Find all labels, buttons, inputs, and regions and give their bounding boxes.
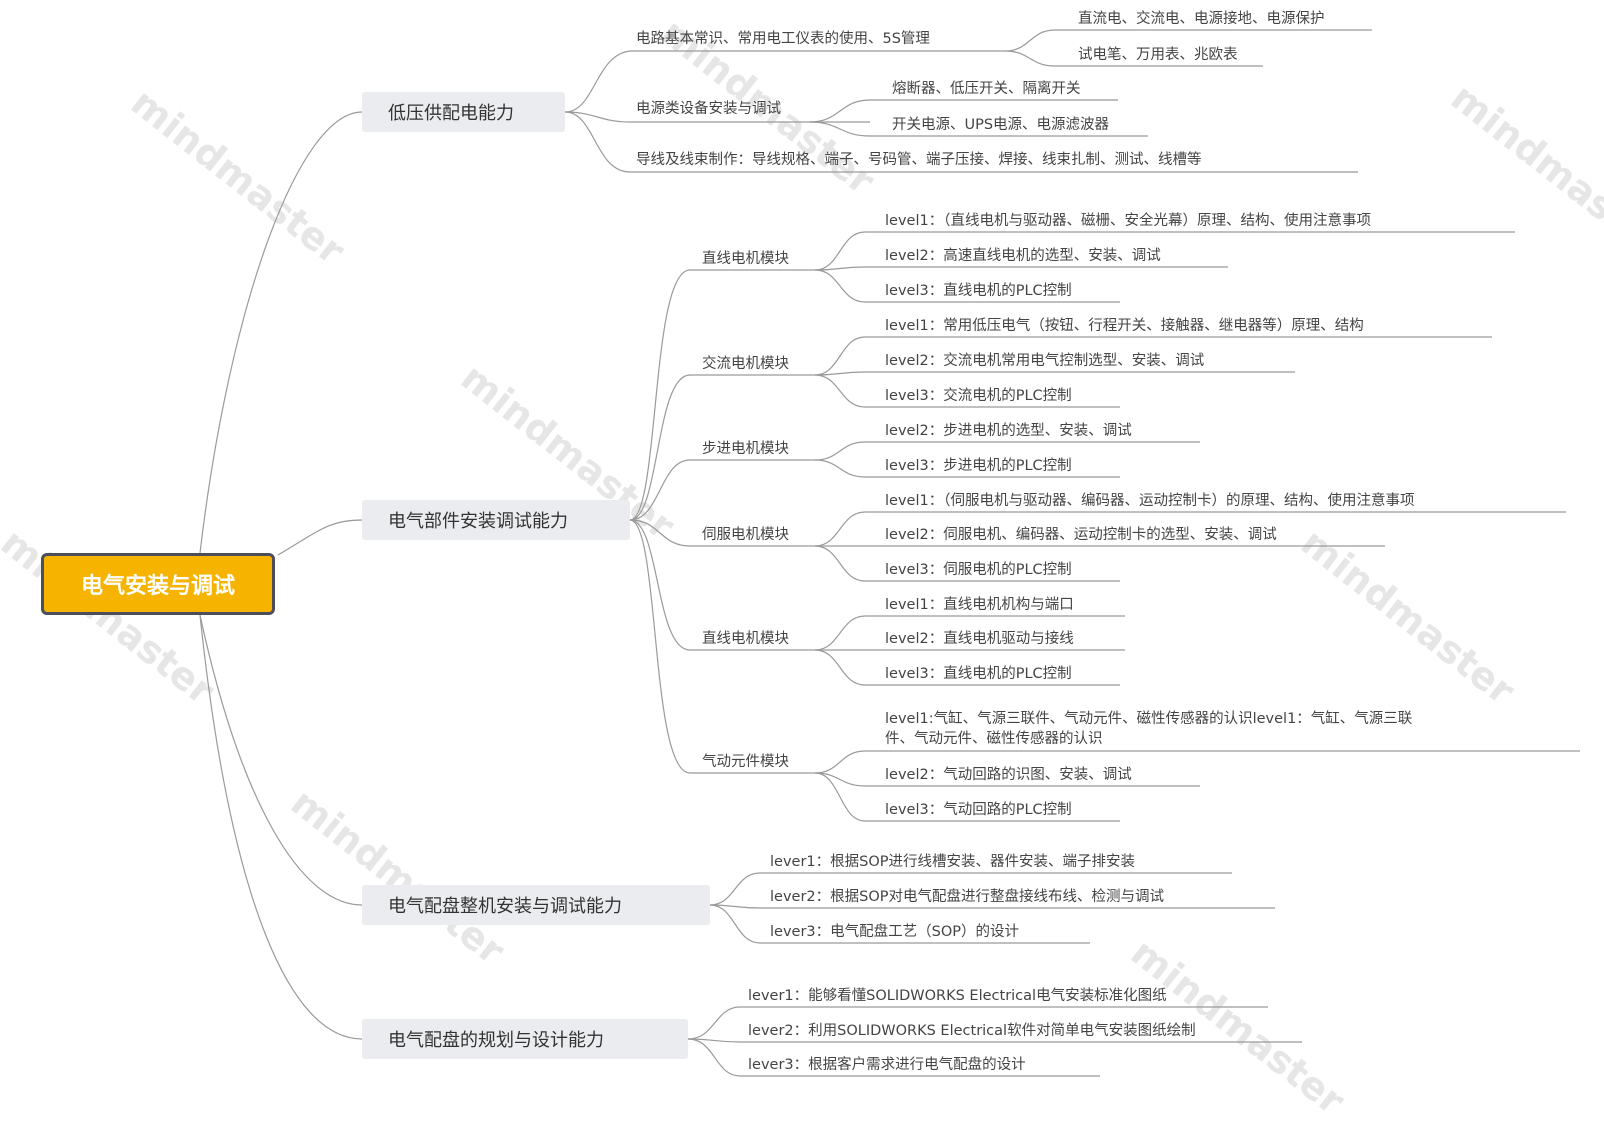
connector (629, 269, 815, 521)
connector (814, 511, 1566, 547)
connector (709, 904, 1275, 909)
leaf-topic[interactable]: lever3：根据客户需求进行电气配盘的设计 (748, 1057, 1026, 1073)
connector (814, 336, 1492, 376)
leaf-topic[interactable]: level1：（直线电机与驱动器、磁栅、安全光幕）原理、结构、使用注意事项 (885, 213, 1371, 229)
module-topic[interactable]: 步进电机模块 (702, 441, 789, 457)
leaf-topic[interactable]: lever2：利用SOLIDWORKS Electrical软件对简单电气安装图… (748, 1023, 1196, 1039)
connector (814, 459, 1120, 478)
leaf-topic[interactable]: level3：气动回路的PLC控制 (885, 802, 1072, 818)
connector (814, 441, 1200, 461)
leaf-topic[interactable]: level3：伺服电机的PLC控制 (885, 562, 1072, 578)
connector (687, 1006, 1268, 1040)
leaf-topic[interactable]: level2：伺服电机、编码器、运动控制卡的选型、安装、调试 (885, 527, 1277, 543)
leaf-topic[interactable]: 直流电、交流电、电源接地、电源保护 (1078, 11, 1325, 27)
connector (814, 772, 1200, 787)
module-topic[interactable]: 交流电机模块 (702, 356, 789, 372)
root-topic[interactable]: 电气安装与调试 (41, 553, 275, 615)
connector (814, 615, 1125, 651)
connector (277, 519, 363, 556)
branch-topic[interactable]: 低压供配电能力 (362, 92, 565, 132)
connector (629, 519, 815, 547)
connector (629, 374, 815, 521)
leaf-topic[interactable]: level1：常用低压电气（按钮、行程开关、接触器、继电器等）原理、结构 (885, 318, 1364, 334)
branch-topic[interactable]: 电气配盘整机安装与调试能力 (362, 885, 710, 925)
leaf-topic[interactable]: level1：（伺服电机与驱动器、编码器、运动控制卡）的原理、结构、使用注意事项 (885, 493, 1415, 509)
connector (199, 111, 363, 554)
subtopic[interactable]: 电路基本常识、常用电工仪表的使用、5S管理 (636, 31, 930, 47)
connector (814, 772, 1120, 822)
connector (629, 519, 815, 651)
leaf-topic[interactable]: lever2：根据SOP对电气配盘进行整盘接线布线、检测与调试 (770, 889, 1164, 905)
branch-topic[interactable]: 电气部件安装调试能力 (362, 500, 630, 540)
connector (564, 111, 870, 123)
connector (1004, 50, 1263, 67)
module-topic[interactable]: 气动元件模块 (702, 754, 789, 770)
connector (814, 269, 1120, 303)
connector (814, 374, 1120, 408)
leaf-topic[interactable]: 熔断器、低压开关、隔离开关 (892, 81, 1081, 97)
connector (814, 649, 1120, 686)
connector (709, 872, 1232, 906)
module-topic[interactable]: 伺服电机模块 (702, 527, 789, 543)
connector (564, 50, 1005, 113)
leaf-topic[interactable]: level2：交流电机常用电气控制选型、安装、调试 (885, 353, 1205, 369)
connector (814, 371, 1295, 376)
leaf-topic[interactable]: level3：直线电机的PLC控制 (885, 283, 1072, 299)
leaf-topic[interactable]: level3：交流电机的PLC控制 (885, 388, 1072, 404)
leaf-topic[interactable]: level3：直线电机的PLC控制 (885, 666, 1072, 682)
connector (629, 519, 815, 774)
connector (814, 231, 1515, 271)
leaf-topic[interactable]: level2：高速直线电机的选型、安装、调试 (885, 248, 1161, 264)
connector (199, 614, 363, 1040)
leaf-topic[interactable]: 件、气动元件、磁性传感器的认识 (885, 731, 1103, 747)
leaf-topic[interactable]: lever1：能够看懂SOLIDWORKS Electrical电气安装标准化图… (748, 988, 1167, 1004)
connector (629, 459, 815, 521)
connector (809, 121, 1148, 137)
connector (564, 111, 1358, 173)
connector (709, 904, 1090, 944)
connector (687, 1038, 1302, 1043)
connector (814, 266, 1228, 271)
leaf-topic[interactable]: level2：气动回路的识图、安装、调试 (885, 767, 1132, 783)
leaf-topic[interactable]: lever3：电气配盘工艺（SOP）的设计 (770, 924, 1019, 940)
connector (687, 1038, 1100, 1077)
leaf-topic[interactable]: level3：步进电机的PLC控制 (885, 458, 1072, 474)
connector (809, 99, 1118, 123)
leaf-topic[interactable]: level1：直线电机机构与端口 (885, 597, 1074, 613)
leaf-topic[interactable]: 试电笔、万用表、兆欧表 (1078, 47, 1238, 63)
connector (1004, 29, 1372, 52)
leaf-topic[interactable]: level1:气缸、气源三联件、气动元件、磁性传感器的认识level1：气缸、气… (885, 711, 1413, 727)
subtopic[interactable]: 电源类设备安装与调试 (636, 101, 781, 117)
leaf-topic[interactable]: lever1：根据SOP进行线槽安装、器件安装、端子排安装 (770, 854, 1135, 870)
connector (199, 614, 363, 906)
leaf-topic[interactable]: level2：步进电机的选型、安装、调试 (885, 423, 1132, 439)
connector (814, 750, 1580, 774)
subtopic[interactable]: 导线及线束制作：导线规格、端子、号码管、端子压接、焊接、线束扎制、测试、线槽等 (636, 152, 1202, 168)
leaf-topic[interactable]: 开关电源、UPS电源、电源滤波器 (892, 117, 1110, 133)
leaf-topic[interactable]: level2：直线电机驱动与接线 (885, 631, 1074, 647)
module-topic[interactable]: 直线电机模块 (702, 251, 789, 267)
connector (814, 545, 1120, 582)
module-topic[interactable]: 直线电机模块 (702, 631, 789, 647)
branch-topic[interactable]: 电气配盘的规划与设计能力 (362, 1019, 688, 1059)
